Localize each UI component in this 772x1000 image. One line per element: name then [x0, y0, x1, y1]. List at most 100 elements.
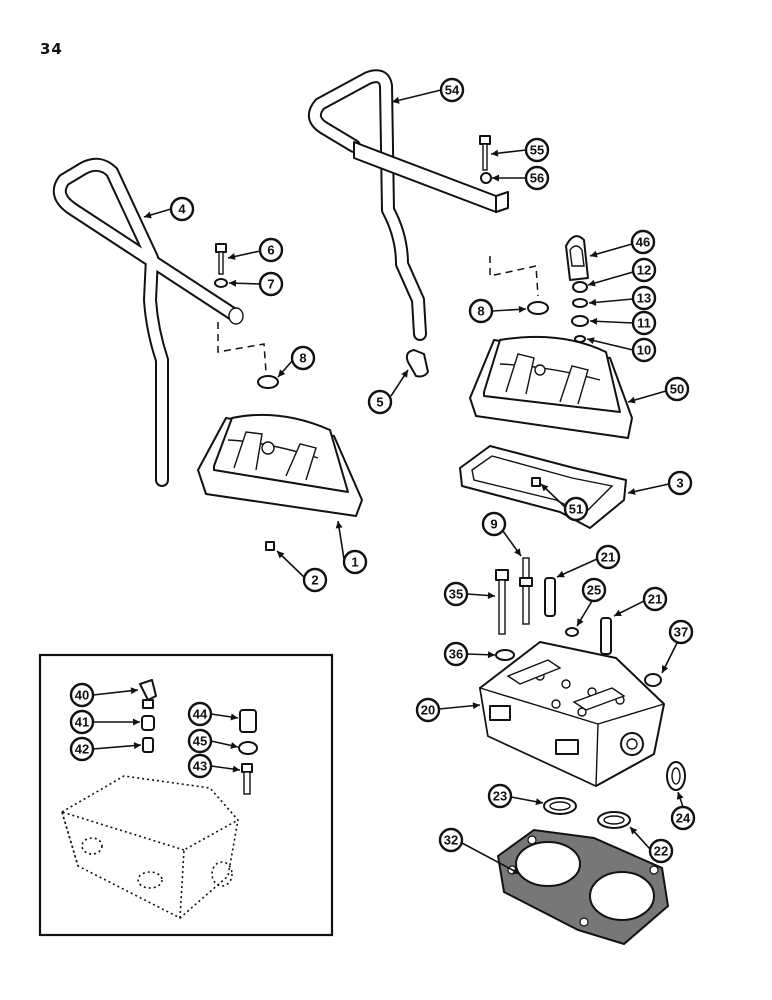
leader-40 — [92, 687, 139, 696]
leader-35 — [466, 592, 496, 599]
washer-8-left — [257, 375, 279, 389]
leader-2 — [276, 550, 305, 578]
washer-10 — [574, 335, 586, 343]
callout-layer: 1 2 3 4 5 6 7 8 8 9 10 11 12 13 20 21 21… — [69, 77, 696, 864]
nut-56 — [480, 172, 492, 184]
seal-11 — [571, 315, 589, 327]
leader-8a — [277, 360, 293, 378]
callout-4: 4 — [169, 196, 195, 222]
nut-12 — [572, 281, 588, 293]
svg-text:13: 13 — [637, 291, 651, 306]
leader-32 — [461, 842, 521, 875]
leader-11 — [589, 317, 634, 325]
callout-42: 42 — [69, 736, 95, 762]
seal-25 — [565, 627, 579, 637]
callout-56: 56 — [524, 165, 550, 191]
head-gasket — [496, 828, 670, 946]
callout-1: 1 — [342, 549, 368, 575]
clamp-5 — [405, 349, 429, 378]
sleeve-21a — [544, 577, 556, 617]
leader-50 — [627, 390, 667, 404]
callout-51: 51 — [563, 496, 589, 522]
callout-45: 45 — [187, 728, 213, 754]
svg-text:20: 20 — [421, 703, 435, 718]
svg-text:1: 1 — [351, 555, 358, 570]
svg-text:42: 42 — [75, 742, 89, 757]
callout-55: 55 — [524, 137, 550, 163]
lifting-tube-left — [52, 157, 244, 487]
leader-43 — [210, 765, 241, 773]
leader-22 — [629, 826, 651, 850]
washer-8-right — [527, 301, 549, 315]
callout-6: 6 — [258, 237, 284, 263]
stud-9 — [519, 557, 533, 625]
svg-text:35: 35 — [449, 587, 463, 602]
callout-11: 11 — [631, 310, 657, 336]
svg-text:3: 3 — [676, 476, 683, 491]
leader-5 — [390, 369, 409, 397]
assembly-line-left — [217, 322, 267, 373]
leader-1 — [335, 520, 345, 560]
leader-24 — [676, 791, 684, 808]
bolt-55 — [479, 135, 491, 171]
leader-46 — [589, 243, 633, 258]
svg-text:24: 24 — [676, 811, 691, 826]
svg-text:54: 54 — [445, 83, 460, 98]
svg-text:5: 5 — [376, 395, 383, 410]
callout-8a: 8 — [290, 345, 316, 371]
leader-51 — [540, 483, 566, 508]
callout-25: 25 — [581, 577, 607, 603]
svg-text:9: 9 — [490, 517, 497, 532]
valve-cover-right — [469, 335, 633, 439]
page-number: 34 — [40, 40, 63, 58]
leader-6 — [227, 250, 261, 260]
svg-text:40: 40 — [75, 688, 89, 703]
callout-12: 12 — [631, 257, 657, 283]
plug-2 — [265, 541, 275, 551]
callout-23: 23 — [487, 783, 513, 809]
cylinder-head — [479, 641, 665, 788]
inset-part-44 — [239, 709, 257, 733]
lifting-eye-46 — [565, 235, 589, 281]
leader-9 — [502, 530, 522, 557]
svg-text:41: 41 — [75, 715, 89, 730]
callout-2: 2 — [302, 567, 328, 593]
svg-text:36: 36 — [449, 647, 463, 662]
callout-44: 44 — [187, 701, 213, 727]
leader-13 — [588, 298, 634, 306]
lifting-tube-right — [307, 69, 509, 341]
assembly-line-right — [489, 256, 539, 297]
inset-part-41 — [141, 715, 155, 731]
svg-text:43: 43 — [193, 759, 207, 774]
leader-8b — [491, 305, 527, 313]
leader-21a — [556, 558, 598, 578]
callout-41: 41 — [69, 709, 95, 735]
svg-text:2: 2 — [311, 573, 318, 588]
svg-text:45: 45 — [193, 734, 207, 749]
callout-13: 13 — [631, 285, 657, 311]
callout-37: 37 — [668, 619, 694, 645]
callout-9: 9 — [481, 511, 507, 537]
svg-text:8: 8 — [477, 304, 484, 319]
inset-part-45 — [238, 741, 258, 755]
washer-36 — [495, 649, 515, 661]
leader-23 — [510, 796, 544, 806]
leader-4 — [143, 208, 172, 219]
callout-20: 20 — [415, 697, 441, 723]
svg-text:25: 25 — [587, 583, 601, 598]
leader-12 — [587, 271, 634, 287]
svg-text:22: 22 — [654, 844, 668, 859]
svg-text:21: 21 — [648, 592, 662, 607]
svg-text:50: 50 — [670, 382, 684, 397]
washer-7 — [214, 278, 228, 288]
callout-22: 22 — [648, 838, 674, 864]
callout-10: 10 — [631, 337, 657, 363]
callout-40: 40 — [69, 682, 95, 708]
callout-43: 43 — [187, 753, 213, 779]
svg-text:37: 37 — [674, 625, 688, 640]
svg-text:32: 32 — [444, 833, 458, 848]
leader-55 — [490, 149, 527, 157]
callout-8b: 8 — [468, 298, 494, 324]
leader-21b — [613, 600, 645, 617]
